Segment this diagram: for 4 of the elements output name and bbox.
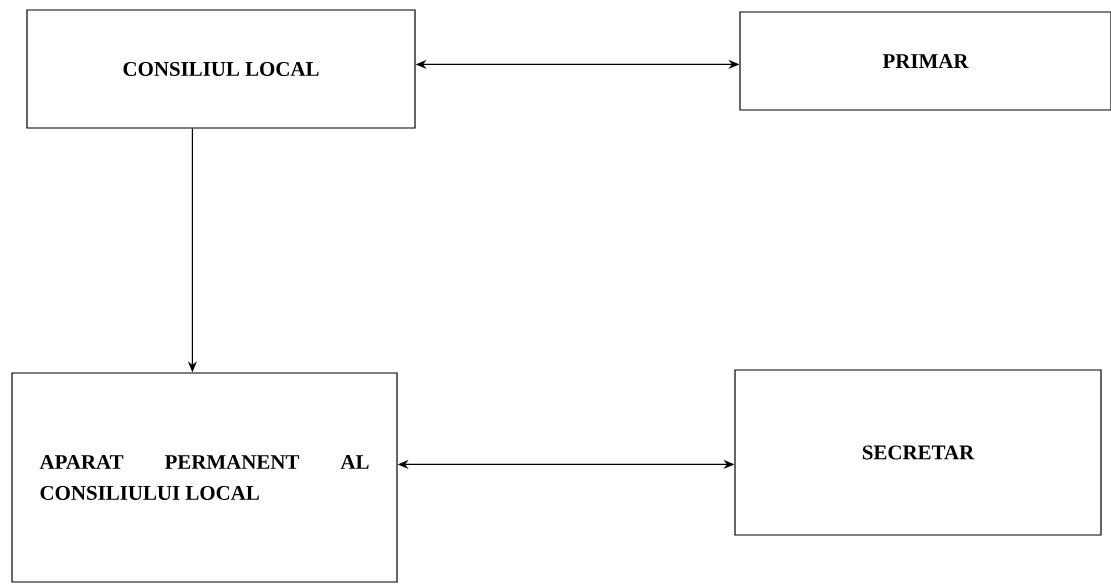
org-box: SECRETAR [734, 369, 1102, 536]
org-box: CONSILIUL LOCAL [26, 9, 416, 129]
org-box: APARAT PERMANENT AL CONSILIULUI LOCAL [11, 372, 398, 583]
org-box: PRIMAR [739, 11, 1111, 111]
